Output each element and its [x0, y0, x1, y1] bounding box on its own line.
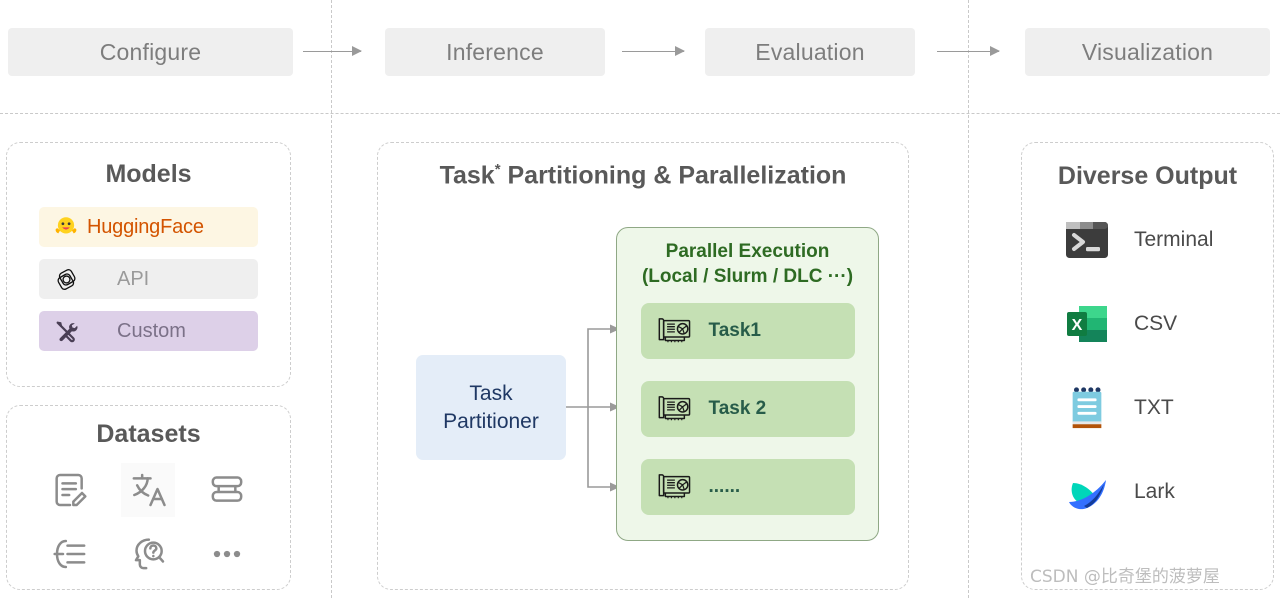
task-card[interactable]: Task1 — [640, 303, 855, 360]
task-card[interactable]: Task 2 — [640, 381, 855, 438]
vertical-divider-left — [331, 0, 332, 598]
stage-box-visualization[interactable]: Visualization — [1025, 28, 1270, 76]
parallel-execution-title: Parallel Execution (Local / Slurm / DLC … — [617, 239, 878, 289]
watermark: CSDN @比奇堡的菠萝屋 — [1030, 567, 1220, 587]
arrow-head — [352, 45, 362, 56]
model-item-huggingface[interactable]: HuggingFace — [39, 207, 258, 247]
stage-label: Inference — [446, 38, 544, 65]
model-label-custom: Custom — [117, 319, 186, 342]
stage-arrow-1 — [303, 44, 362, 60]
diverse-output-panel: Diverse Output Terminal — [1021, 142, 1274, 590]
output-label: CSV — [1134, 312, 1178, 335]
output-item-terminal[interactable]: Terminal — [1022, 205, 1273, 275]
center-title-rest: Partitioning & Parallelization — [500, 161, 847, 190]
output-title: Diverse Output — [1057, 162, 1238, 190]
stage-arrow-2 — [622, 44, 685, 60]
huggingface-icon — [53, 214, 79, 240]
parallel-execution-title-line1: Parallel Execution — [665, 241, 830, 262]
pipeline-stage-row: Configure Inference Evaluation Visualizatio… — [0, 0, 1280, 113]
arrow-line — [622, 51, 684, 52]
stage-box-configure[interactable]: Configure — [8, 28, 293, 76]
model-item-custom[interactable]: Custom — [39, 311, 258, 351]
task-label: Task1 — [708, 320, 761, 342]
center-title-main: Task — [439, 161, 495, 190]
partitioner-line-2: Partitioner — [443, 409, 539, 433]
parallel-execution-title-line2: (Local / Slurm / DLC ···) — [641, 266, 854, 288]
brain-reasoning-icon[interactable] — [121, 527, 175, 581]
model-label-huggingface: HuggingFace — [87, 215, 204, 238]
gpu-icon — [655, 394, 693, 424]
vertical-divider-right — [968, 0, 969, 598]
lark-icon — [1064, 469, 1110, 515]
task-label: Task 2 — [708, 398, 767, 420]
stage-label: Configure — [99, 38, 202, 65]
arrow-head — [675, 45, 685, 56]
output-label: Terminal — [1134, 228, 1214, 251]
arrow-line — [937, 51, 999, 52]
openai-icon — [53, 266, 79, 292]
gpu-icon — [655, 472, 693, 502]
translate-icon[interactable] — [121, 463, 176, 517]
formula-list-icon[interactable] — [43, 527, 97, 581]
output-item-lark[interactable]: Lark — [1022, 457, 1273, 527]
stage-arrow-3 — [937, 44, 1000, 60]
models-panel: Models HuggingFace — [6, 142, 291, 387]
stage-box-evaluation[interactable]: Evaluation — [705, 28, 915, 76]
horizontal-divider — [0, 113, 1280, 114]
task-partitioner-box[interactable]: Task Partitioner — [416, 355, 566, 460]
arrow-line — [303, 51, 361, 52]
svg-text:X: X — [1072, 317, 1083, 334]
task-partitioning-panel: Task* Partitioning & Parallelization Tas… — [377, 142, 909, 590]
stage-box-inference[interactable]: Inference — [385, 28, 605, 76]
arrow-head — [990, 45, 1000, 56]
output-item-txt[interactable]: TXT — [1022, 373, 1273, 443]
center-title-superscript: * — [494, 161, 501, 178]
output-label: TXT — [1134, 396, 1174, 419]
note-edit-icon[interactable] — [43, 463, 97, 517]
task-label: ...... — [708, 476, 741, 498]
notepad-icon — [1064, 385, 1110, 431]
datasets-icon-grid — [31, 463, 266, 581]
book-stack-icon[interactable] — [200, 463, 254, 517]
task-card[interactable]: ...... — [640, 459, 855, 516]
models-title: Models — [105, 160, 192, 188]
gpu-icon — [655, 316, 693, 346]
terminal-icon — [1064, 217, 1110, 263]
output-item-csv[interactable]: X CSV — [1022, 289, 1273, 359]
ellipsis-icon[interactable] — [200, 527, 254, 581]
datasets-title: Datasets — [96, 420, 201, 448]
stage-label: Evaluation — [755, 38, 865, 65]
model-label-api: API — [117, 267, 150, 290]
parallel-execution-box: Parallel Execution (Local / Slurm / DLC … — [616, 227, 879, 541]
tools-icon — [53, 318, 79, 344]
model-item-api[interactable]: API — [39, 259, 258, 299]
output-label: Lark — [1134, 480, 1175, 503]
stage-label: Visualization — [1081, 38, 1214, 65]
excel-icon: X — [1064, 301, 1110, 347]
datasets-panel: Datasets — [6, 405, 291, 590]
partitioner-line-1: Task — [469, 381, 513, 405]
center-panel-title: Task* Partitioning & Parallelization — [378, 161, 908, 190]
